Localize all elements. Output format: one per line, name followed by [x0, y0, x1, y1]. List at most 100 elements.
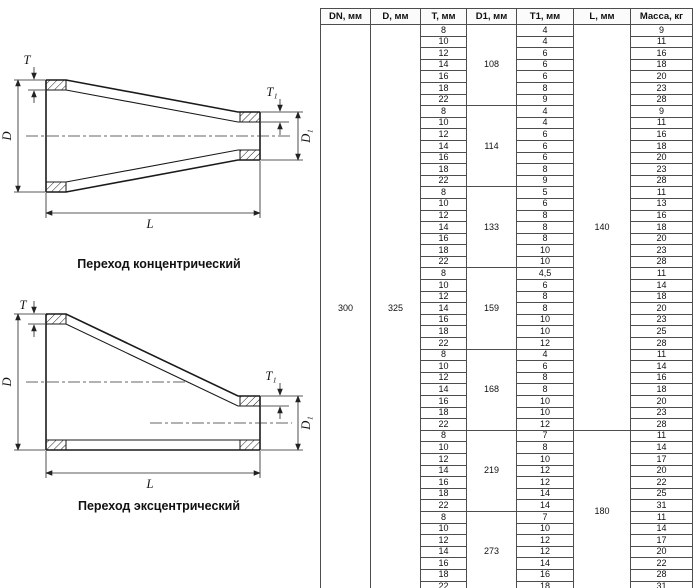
- table-row: 10 8 14: [321, 441, 693, 454]
- mass-cell: 23: [630, 163, 693, 176]
- t-cell: 8: [420, 24, 467, 37]
- t-cell: 16: [420, 70, 467, 83]
- dn-cell: 300: [320, 23, 371, 588]
- t1-cell: 6: [516, 139, 574, 153]
- header-t: T, мм: [420, 8, 467, 25]
- dimension-lines: [14, 301, 303, 478]
- t1-cell: 12: [516, 476, 574, 489]
- mass-cell: 11: [630, 267, 693, 281]
- t-cell: 14: [420, 139, 467, 153]
- t-cell: 16: [420, 395, 467, 408]
- t1-cell: 8: [516, 441, 574, 454]
- mass-cell: 16: [630, 371, 693, 385]
- dim-l-label: L: [146, 217, 154, 231]
- t1-cell: 8: [516, 302, 574, 315]
- mass-cell: 9: [630, 24, 693, 37]
- t1-cell: 5: [516, 186, 574, 199]
- mass-cell: 18: [630, 290, 693, 304]
- mass-cell: 11: [630, 35, 693, 49]
- t-cell: 18: [420, 325, 467, 339]
- t-cell: 22: [420, 418, 467, 431]
- t1-cell: 14: [516, 499, 574, 512]
- t1-cell: 8: [516, 163, 574, 176]
- t-cell: 8: [420, 267, 467, 281]
- t-cell: 12: [420, 452, 467, 466]
- mass-cell: 28: [630, 337, 693, 350]
- t1-cell: 14: [516, 557, 574, 570]
- mass-cell: 28: [630, 255, 693, 269]
- t-cell: 10: [420, 522, 467, 536]
- mass-cell: 23: [630, 313, 693, 327]
- mass-cell: 20: [630, 464, 693, 478]
- t1-cell: 4: [516, 105, 574, 118]
- t1-cell: 10: [516, 522, 574, 536]
- t1-cell: 10: [516, 395, 574, 408]
- t-cell: 8: [420, 510, 467, 524]
- mass-cell: 20: [630, 70, 693, 83]
- d1-cell: 108: [466, 23, 517, 107]
- mass-cell: 14: [630, 279, 693, 292]
- t1-cell: 7: [516, 429, 574, 443]
- t-cell: 14: [420, 383, 467, 396]
- t-cell: 16: [420, 232, 467, 246]
- t-cell: 10: [420, 116, 467, 130]
- mass-cell: 20: [630, 151, 693, 165]
- t1-cell: 6: [516, 58, 574, 72]
- mass-cell: 18: [630, 139, 693, 153]
- t1-cell: 12: [516, 534, 574, 547]
- t1-cell: 6: [516, 360, 574, 373]
- t1-cell: 9: [516, 93, 574, 107]
- t-cell: 14: [420, 464, 467, 478]
- t-cell: 10: [420, 279, 467, 292]
- t1-cell: 4: [516, 24, 574, 37]
- dim-d1-label: D₁: [299, 416, 313, 430]
- mass-cell: 14: [630, 441, 693, 454]
- t1-cell: 9: [516, 174, 574, 188]
- t-cell: 10: [420, 360, 467, 373]
- mass-cell: 28: [630, 93, 693, 107]
- mass-cell: 25: [630, 325, 693, 339]
- mass-cell: 11: [630, 186, 693, 199]
- t1-cell: 10: [516, 325, 574, 339]
- dim-d-label: D: [0, 131, 14, 141]
- l-cell: 140: [573, 24, 631, 431]
- t1-cell: 6: [516, 151, 574, 165]
- t1-cell: 10: [516, 452, 574, 466]
- concentric-caption: Переход концентрический: [77, 257, 241, 271]
- t-cell: 14: [420, 58, 467, 72]
- t-cell: 22: [420, 499, 467, 512]
- dim-d-label: D: [0, 377, 14, 387]
- t-cell: 18: [420, 487, 467, 501]
- t1-cell: 18: [516, 580, 574, 588]
- table-header-row: DN, мм D, мм T, мм D1, мм T1, мм L, мм М…: [320, 8, 693, 25]
- t1-cell: 16: [516, 568, 574, 582]
- t-cell: 18: [420, 81, 467, 95]
- t1-cell: 4: [516, 348, 574, 362]
- mass-cell: 31: [630, 499, 693, 512]
- mass-cell: 23: [630, 406, 693, 420]
- mass-cell: 20: [630, 302, 693, 315]
- t-cell: 10: [420, 441, 467, 454]
- eccentric-caption: Переход эксцентрический: [77, 499, 241, 513]
- mass-cell: 20: [630, 395, 693, 408]
- l-cell: 180: [573, 429, 631, 588]
